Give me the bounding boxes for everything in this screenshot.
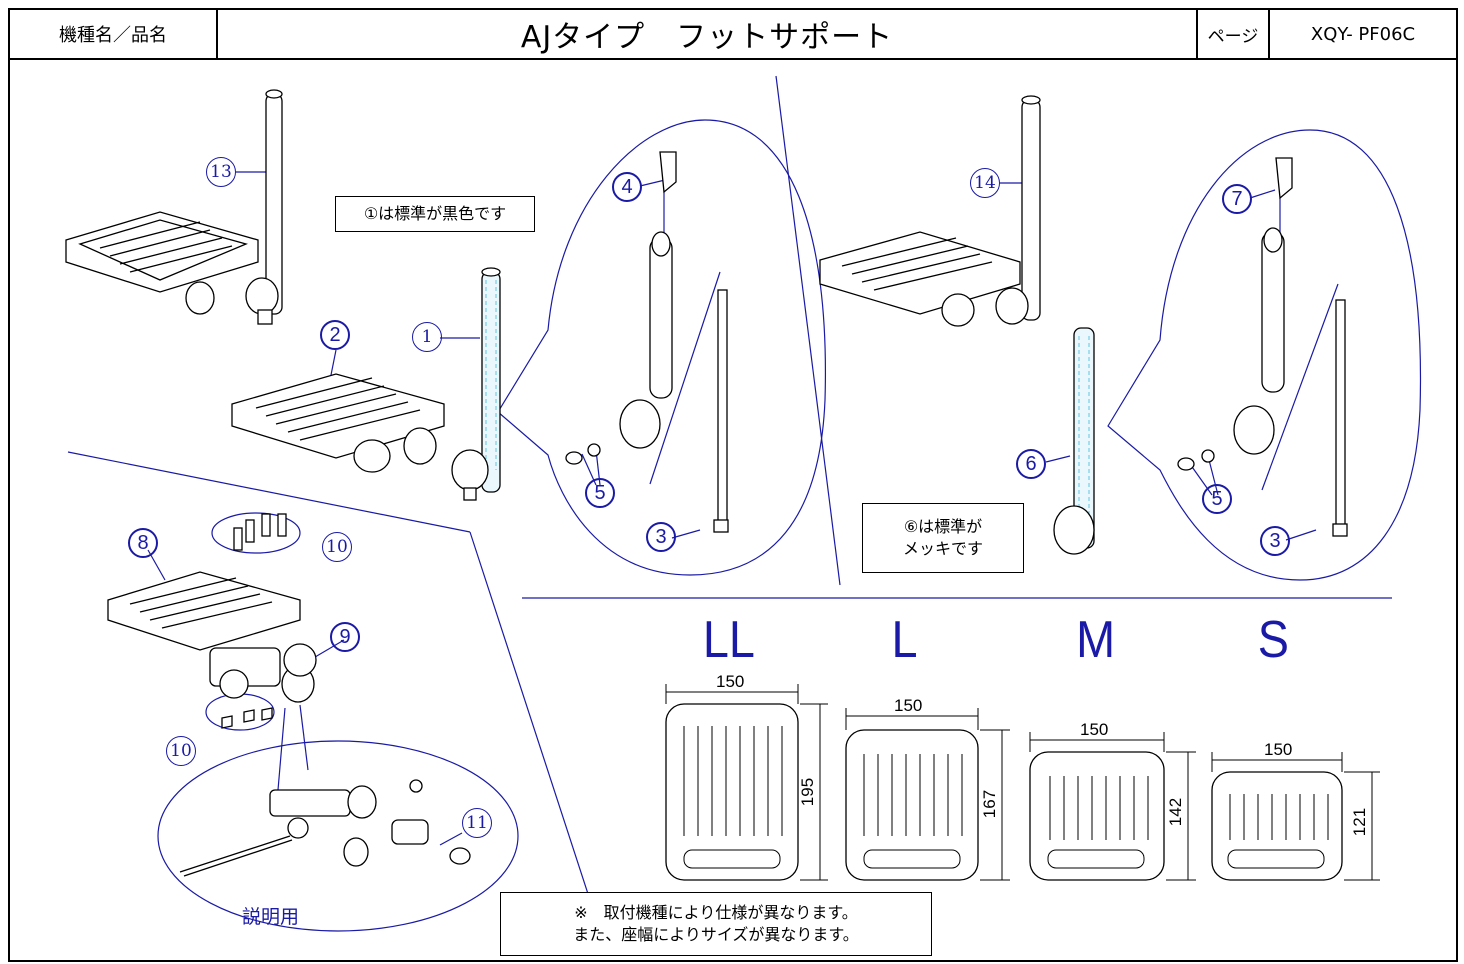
callout-10a: 10 — [322, 532, 352, 562]
zoom-bubble-left — [497, 119, 827, 576]
callout-6: 6 — [1016, 449, 1046, 479]
width-ll: 150 — [716, 672, 745, 691]
divider-diagonal — [469, 531, 591, 901]
model-label: 機種名／品名 — [10, 10, 218, 58]
width-l: 150 — [894, 696, 923, 715]
explanation-ellipse — [157, 740, 519, 932]
size-label-l: L — [891, 611, 918, 669]
size-label-s: S — [1257, 611, 1289, 669]
divider-left — [67, 451, 471, 533]
explanation-leader-1 — [277, 707, 286, 791]
width-m: 150 — [1080, 720, 1109, 739]
height-ll: 195 — [798, 777, 818, 807]
callout-3b: 3 — [1260, 526, 1290, 556]
callout-8: 8 — [128, 528, 158, 558]
callout-13: 13 — [206, 157, 236, 187]
page-label: ページ — [1198, 10, 1270, 58]
height-m: 142 — [1166, 797, 1186, 827]
callout-9: 9 — [330, 622, 360, 652]
title-block: 機種名／品名 AJタイプ フットサポート ページ XQY- PF06C — [8, 8, 1458, 60]
bolt-group-top — [211, 512, 301, 554]
page-title: AJタイプ フットサポート — [218, 10, 1198, 58]
callout-7: 7 — [1222, 184, 1252, 214]
callout-1: 1 — [412, 322, 442, 352]
explanation-leader-2 — [299, 704, 309, 771]
callout-4: 4 — [612, 172, 642, 202]
callout-3a: 3 — [646, 522, 676, 552]
divider-vertical — [775, 75, 841, 586]
width-s: 150 — [1264, 740, 1293, 759]
height-l: 167 — [980, 789, 1000, 819]
note-disclaimer: ※ 取付機種により仕様が異なります。 また、座幅によりサイズが異なります。 — [500, 892, 932, 956]
zoom-bubble-right — [1107, 129, 1422, 581]
note-plated-standard: ⑥は標準が メッキです — [862, 503, 1024, 573]
callout-14: 14 — [970, 168, 1000, 198]
callout-5a: 5 — [585, 478, 615, 508]
height-s: 121 — [1350, 807, 1370, 837]
note-black-standard: ①は標準が黒色です — [335, 196, 535, 232]
plate-slots — [683, 726, 1329, 869]
footrest-assemblies — [65, 89, 1348, 877]
size-label-m: M — [1076, 611, 1116, 669]
callout-5b: 5 — [1202, 484, 1232, 514]
explanation-label: 説明用 — [242, 906, 300, 928]
part-code: XQY- PF06C — [1310, 23, 1416, 45]
dimension-lines — [665, 684, 1380, 881]
size-label-ll: LL — [702, 611, 755, 669]
callout-11: 11 — [462, 808, 492, 838]
callout-2: 2 — [320, 320, 350, 350]
callout-10b: 10 — [166, 736, 196, 766]
